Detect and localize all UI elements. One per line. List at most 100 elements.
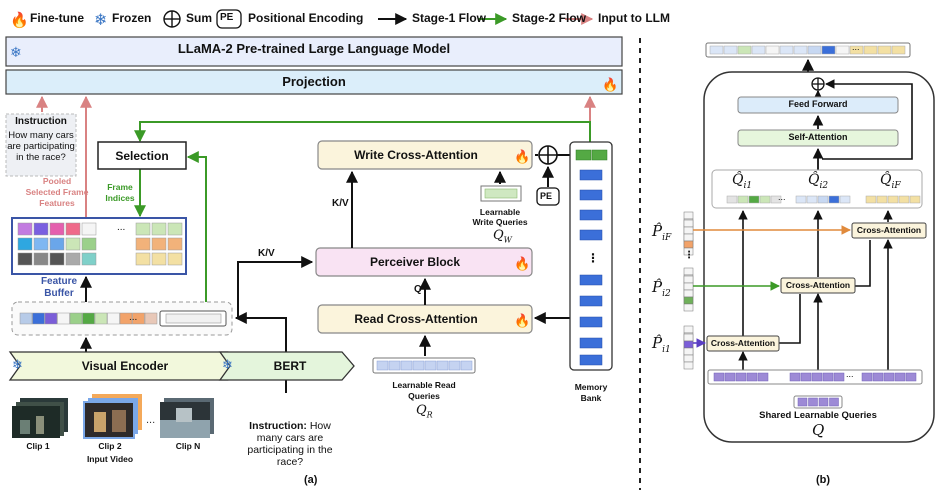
q-token: [876, 195, 888, 204]
read-query-token: [388, 360, 401, 371]
shared-small-token: [818, 397, 829, 407]
read-query-token: [448, 360, 461, 371]
read-query-token: [376, 360, 389, 371]
caption-b: (b): [816, 474, 831, 486]
q-hat-if-label: Q̂iF: [880, 172, 901, 191]
q-label: Q: [414, 284, 422, 295]
legend-finetune: Fine-tune: [30, 11, 84, 25]
learnable-read-line-1: Learnable Read: [392, 380, 456, 390]
fire-icon: 🔥: [10, 11, 29, 29]
feature-cell: [135, 222, 151, 236]
pooled-line-2: Selected Frame: [25, 187, 89, 197]
legend-input-llm: Input to LLM: [598, 11, 670, 25]
selection-label: Selection: [115, 149, 169, 163]
p-stack-cell: [683, 275, 694, 284]
q-token: [909, 195, 921, 204]
bert-label: BERT: [273, 359, 307, 373]
q-symbol: Q: [812, 421, 825, 439]
feature-cell: [17, 222, 33, 236]
visual-token: [94, 312, 108, 325]
buffer-dots: ...: [117, 222, 126, 233]
read-query-token: [424, 360, 437, 371]
output-token: [807, 45, 822, 55]
svg-text:❄: ❄: [222, 357, 233, 372]
q-token: [828, 195, 840, 204]
instruction-bottom-line-3: participating in the: [247, 444, 333, 456]
p-hat-i2-label: P̂i2: [652, 278, 671, 299]
legend-sum: Sum: [186, 11, 213, 25]
bert-shape: [218, 351, 355, 381]
self-attention-box: [737, 129, 899, 147]
svg-text:🔥: 🔥: [514, 256, 530, 271]
learnable-write-line-2: Write Queries: [472, 217, 528, 227]
p-stack-cell: [683, 247, 694, 256]
visual-token: [82, 312, 95, 325]
qr-symbol: QR: [416, 403, 433, 420]
shared-token: [822, 372, 834, 382]
memory-token: [579, 209, 603, 221]
shared-token: [833, 372, 845, 382]
write-cross-attention-label: Write Cross-Attention: [354, 148, 478, 162]
shared-token: [724, 372, 736, 382]
memory-token: [579, 316, 603, 328]
visual-token: [119, 312, 133, 325]
svg-text:...: ...: [146, 414, 155, 426]
memory-token: [591, 149, 608, 161]
cross-attention-1-box: [706, 335, 780, 352]
feature-cell: [17, 237, 33, 251]
legend-frozen: Frozen: [112, 11, 152, 25]
visual-token: [144, 312, 158, 325]
memory-token: [579, 354, 603, 366]
feature-cell: [135, 237, 151, 251]
visual-token: [69, 312, 83, 325]
cross-attention-f-label: Cross-Attention: [856, 225, 922, 235]
q-token: [737, 195, 749, 204]
shared-small-token: [797, 397, 808, 407]
shared-token: [746, 372, 758, 382]
kv-label-middle: K/V: [332, 198, 349, 209]
query-row-tokens: [726, 195, 921, 204]
q-token: [759, 195, 771, 204]
q-hat-i2-label: Q̂i2: [808, 172, 829, 191]
shared-token: [735, 372, 747, 382]
shared-token: [872, 372, 884, 382]
feature-cell: [135, 252, 151, 266]
feature-cell: [167, 237, 183, 251]
perceiver-label: Perceiver Block: [369, 255, 461, 269]
q-token: [865, 195, 877, 204]
feature-cell: [33, 237, 49, 251]
feature-cell: [17, 252, 33, 266]
kv-label-left: K/V: [258, 248, 275, 259]
stage2-flow-memory-to-selection: [134, 121, 591, 150]
llm-box: [5, 36, 623, 67]
output-token: [863, 45, 878, 55]
frame-indices-line-2: Indices: [105, 193, 135, 203]
clip-n-label: Clip N: [175, 441, 201, 451]
q-token: [839, 195, 851, 204]
p-stack-cell: [683, 333, 694, 342]
feature-buffer-grid: [17, 222, 183, 266]
feature-cell: [49, 252, 65, 266]
output-token: [835, 45, 850, 55]
output-token: [877, 45, 892, 55]
svg-text:🔥: 🔥: [514, 149, 530, 164]
feature-cell: [81, 252, 97, 266]
p-stack-cell: [683, 240, 694, 249]
p-stack-cell: [683, 340, 694, 349]
output-token: [891, 45, 906, 55]
legend-pe-badge: PE: [220, 12, 234, 23]
instruction-bottom-line-4: race?: [276, 456, 304, 468]
output-token: [765, 45, 780, 55]
write-cross-attention-box: [317, 140, 533, 170]
visual-encoder-label: Visual Encoder: [81, 359, 169, 373]
output-token: [709, 45, 724, 55]
learnable-write-line-1: Learnable: [479, 207, 521, 217]
visual-token: [32, 312, 45, 325]
read-query-token: [412, 360, 425, 371]
output-token: [779, 45, 794, 55]
read-query-token: [400, 360, 413, 371]
p-stack-cell: [683, 296, 694, 305]
memory-token: [579, 189, 603, 201]
shared-row-dots: ...: [846, 369, 854, 379]
